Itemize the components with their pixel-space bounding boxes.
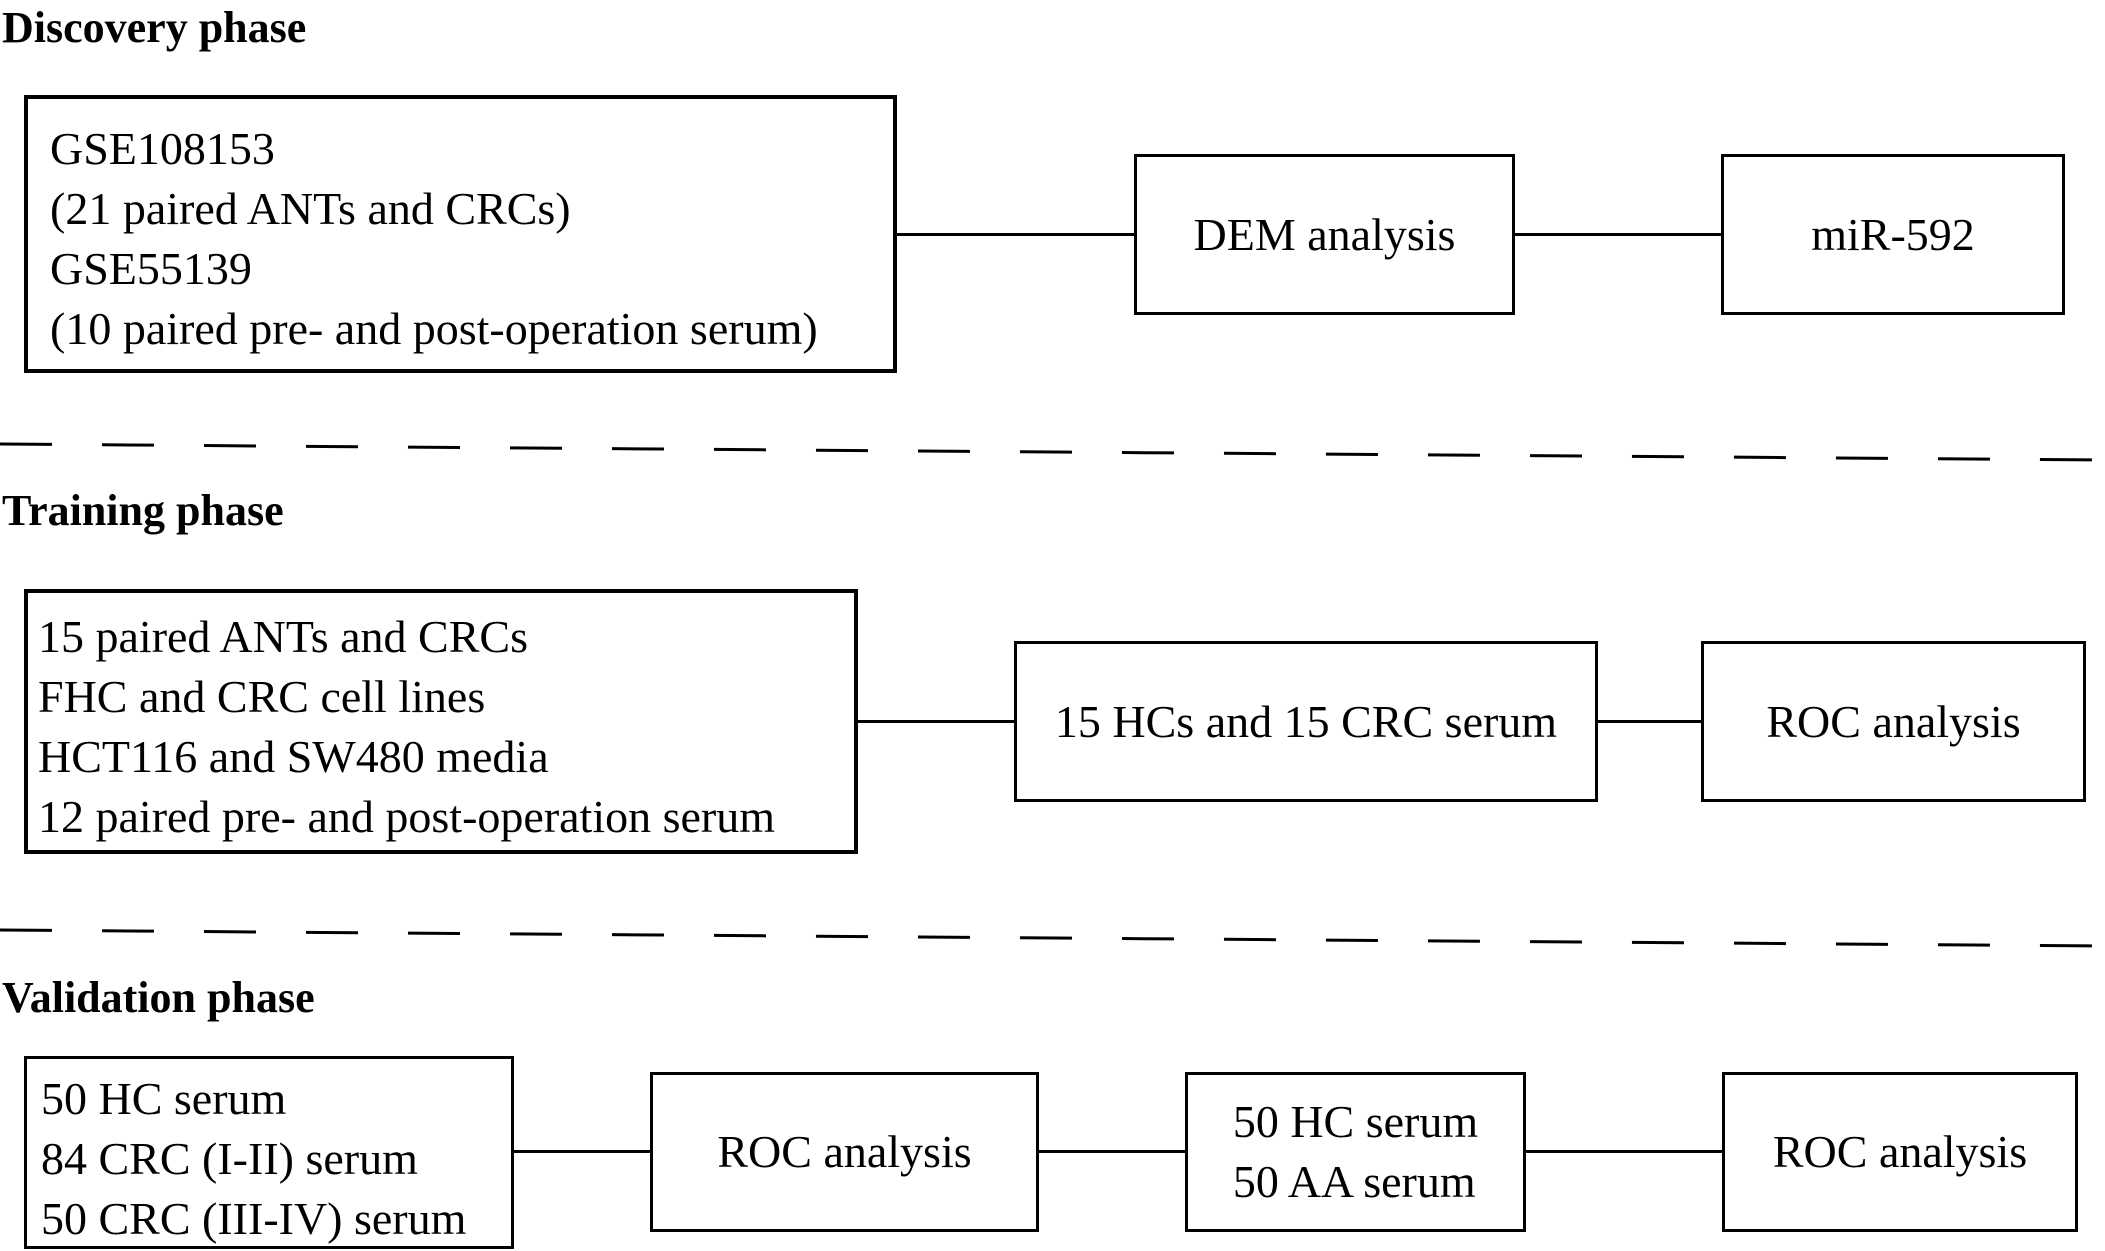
discovery-mir592-label: miR-592 [1811,208,1975,260]
validation-connector-3 [1526,1150,1722,1153]
training-source-line: HCT116 and SW480 media [38,731,549,782]
phase-divider-2 [0,928,2105,948]
discovery-source-line: (21 paired ANTs and CRCs) [50,183,571,234]
validation-roc-box-2: ROC analysis [1722,1072,2078,1232]
discovery-connector-1 [897,233,1134,236]
discovery-source-line: (10 paired pre- and post-operation serum… [50,303,818,354]
validation-cohort-box: 50 HC serum 50 AA serum [1185,1072,1526,1232]
discovery-connector-2 [1515,233,1721,236]
validation-roc-label-2: ROC analysis [1772,1126,2028,1177]
discovery-source-line: GSE55139 [50,243,252,294]
validation-phase-title: Validation phase [2,973,315,1022]
validation-connector-2 [1039,1150,1185,1153]
validation-cohort-line: 50 HC serum [1232,1096,1479,1147]
training-cohort-label: 15 HCs and 15 CRC serum [1054,695,1558,747]
validation-connector-1 [514,1150,650,1153]
discovery-dem-analysis-box: DEM analysis [1134,154,1515,315]
training-roc-label: ROC analysis [1766,695,2021,747]
discovery-mir592-box: miR-592 [1721,154,2065,315]
validation-roc-box-1: ROC analysis [650,1072,1039,1232]
training-connector-2 [1598,720,1701,723]
phase-divider-1 [0,442,2105,462]
validation-roc-label-1: ROC analysis [717,1126,972,1177]
training-cohort-box: 15 HCs and 15 CRC serum [1014,641,1598,802]
training-source-line: 12 paired pre- and post-operation serum [38,791,776,842]
training-connector-1 [858,720,1014,723]
discovery-source-line: GSE108153 [50,123,275,174]
training-source-line: 15 paired ANTs and CRCs [38,611,528,662]
discovery-dem-analysis-label: DEM analysis [1193,208,1456,260]
validation-cohort-line: 50 AA serum [1232,1156,1476,1207]
training-source-box: 15 paired ANTs and CRCs FHC and CRC cell… [24,589,858,854]
validation-source-box: 50 HC serum 84 CRC (I-II) serum 50 CRC (… [24,1056,514,1249]
training-phase-title: Training phase [2,486,284,535]
training-source-line: FHC and CRC cell lines [38,671,486,722]
discovery-source-box: GSE108153 (21 paired ANTs and CRCs) GSE5… [24,95,897,373]
validation-source-line: 50 HC serum [41,1073,287,1124]
discovery-phase-title: Discovery phase [2,3,307,52]
validation-source-line: 50 CRC (III-IV) serum [41,1193,467,1244]
training-roc-box: ROC analysis [1701,641,2086,802]
validation-source-line: 84 CRC (I-II) serum [41,1133,418,1184]
